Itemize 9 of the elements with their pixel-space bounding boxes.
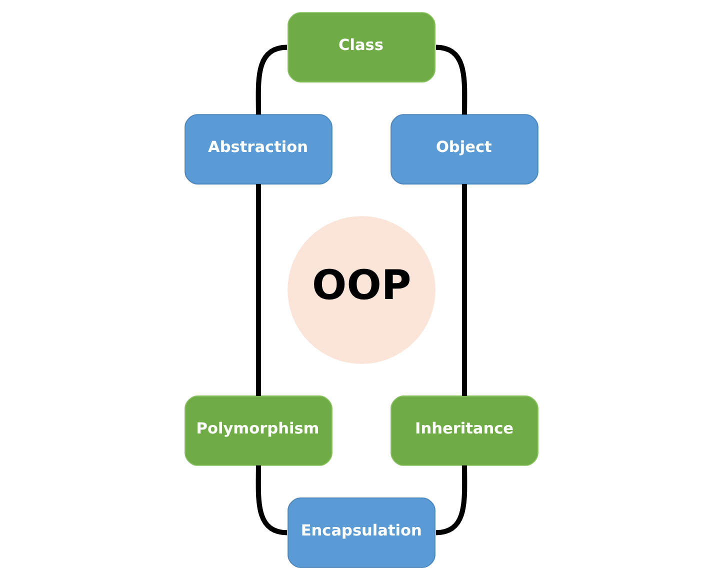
node-circle: OOP (288, 216, 436, 364)
node-box: Inheritance (390, 396, 538, 466)
connector (462, 184, 468, 396)
node-box: Encapsulation (288, 498, 436, 568)
node-box: Polymorphism (184, 396, 332, 466)
node-box: Object (390, 114, 538, 184)
connector (256, 184, 262, 396)
node-box: Class (288, 12, 436, 82)
node-box: Abstraction (184, 114, 332, 184)
